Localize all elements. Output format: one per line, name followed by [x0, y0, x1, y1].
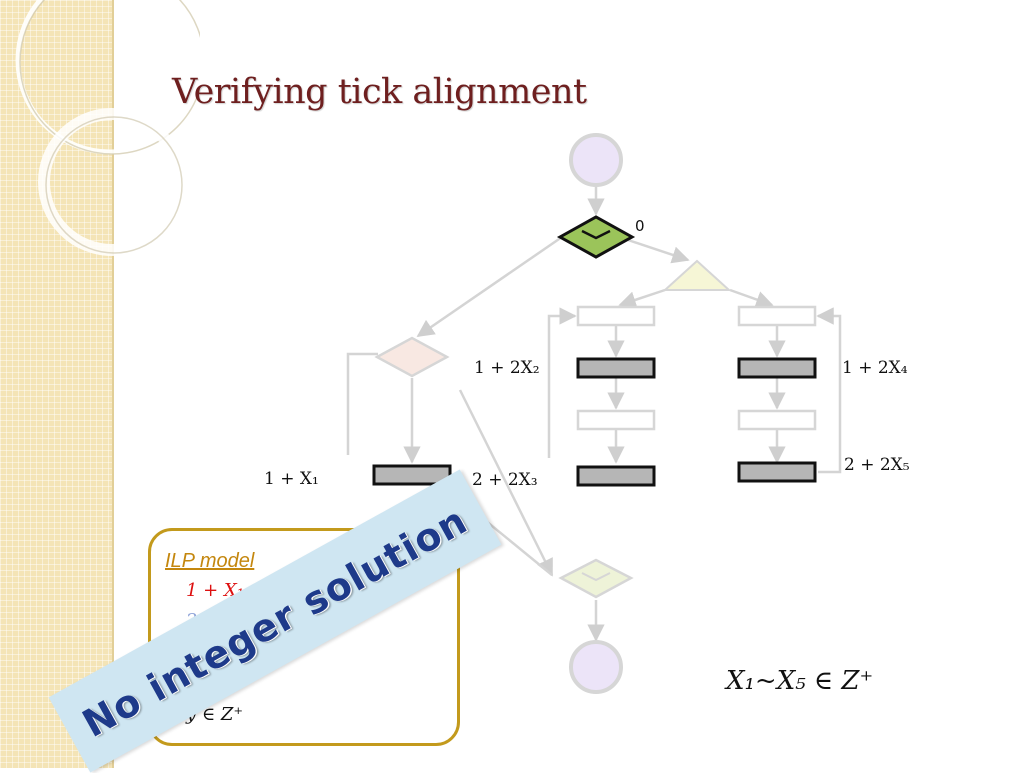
activity-box-faded — [737, 305, 817, 327]
merge-node-mark — [581, 572, 611, 582]
label-x5: 2 + 2X₅ — [844, 455, 910, 475]
edge-leftdecision-merge — [458, 389, 554, 577]
merge-node — [558, 558, 634, 599]
left-decision-node — [374, 336, 450, 378]
label-x2: 1 + 2X₂ — [474, 358, 540, 378]
edge-loop-left — [346, 352, 378, 455]
activity-box-faded — [737, 409, 817, 431]
tick-box-x3 — [576, 465, 656, 487]
edge-triangle-rightbranch — [729, 288, 774, 308]
edge-loop-mid — [547, 307, 577, 458]
deco-circle-top-shadow — [19, 0, 200, 155]
end-node — [569, 640, 623, 694]
tick-box-x5 — [737, 461, 817, 483]
edge-fork-leftdecision — [416, 235, 563, 338]
deco-circle-top — [15, 0, 200, 155]
label-x4: 1 + 2X₄ — [842, 358, 908, 378]
decorative-circles — [15, 0, 200, 256]
label-x1: 1 + X₁ — [264, 469, 319, 489]
tick-box-x4 — [737, 357, 817, 379]
triangle-node — [662, 259, 732, 291]
deco-circle-bottom-shadow — [45, 116, 183, 254]
label-x3: 2 + 2X₃ — [472, 470, 538, 490]
activity-box-faded — [576, 305, 656, 327]
sidebar-divider — [112, 0, 114, 768]
fork-label: 0 — [635, 217, 645, 235]
start-node — [569, 133, 623, 187]
slide-title: Verifying tick alignment — [172, 72, 587, 112]
domain-formula: X₁~X₅ ∈ Z⁺ — [726, 666, 874, 696]
tick-box-x2 — [576, 357, 656, 379]
activity-box-faded — [576, 409, 656, 431]
sidebar-pattern — [0, 0, 113, 768]
deco-circle-bottom — [38, 108, 186, 256]
edge-fork-triangle — [627, 238, 690, 264]
ilp-model-title: ILP model — [165, 550, 255, 572]
edge-loop-right — [816, 307, 842, 474]
edge-triangle-leftbranch — [618, 288, 666, 309]
fork-node-mark — [581, 229, 611, 240]
